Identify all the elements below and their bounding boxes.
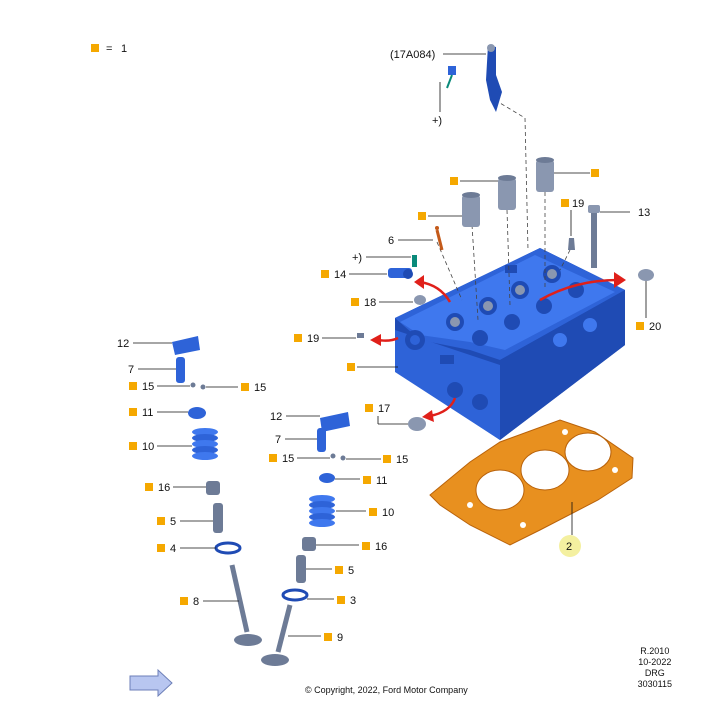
marker-5-right	[335, 566, 343, 574]
ref-line-1: R.2010	[640, 646, 670, 656]
marker-11-left	[129, 408, 137, 416]
label-7-left: 7	[128, 364, 134, 376]
valve-spring-left	[192, 428, 218, 460]
marker-tappet-2	[418, 212, 426, 220]
marker-cylinder-head	[347, 363, 355, 371]
marker-11-right	[363, 476, 371, 484]
marker-20	[636, 322, 644, 330]
view-direction-arrow	[129, 668, 173, 698]
marker-9	[324, 633, 332, 641]
marker-14	[321, 270, 329, 278]
marker-19-left	[294, 334, 302, 342]
label-7-right: 7	[275, 434, 281, 446]
ref-line-2: 10-2022	[638, 657, 672, 667]
part-17A084	[446, 44, 502, 112]
marker-18	[351, 298, 359, 306]
marker-10-right	[369, 508, 377, 516]
label-10-left: 10	[142, 441, 154, 453]
label-17A084: (17A084)	[390, 49, 435, 61]
label-17: 17	[378, 403, 390, 415]
copyright-text: © Copyright, 2022, Ford Motor Company	[305, 685, 468, 695]
label-19-top: 19	[572, 198, 584, 210]
label-15-left-b: 15	[254, 382, 266, 394]
tappets-top	[462, 157, 554, 227]
label-6: 6	[388, 235, 394, 247]
marker-10-left	[129, 442, 137, 450]
legend-marker	[91, 44, 99, 52]
label-14: 14	[334, 269, 346, 281]
label-16-left: 16	[158, 482, 170, 494]
label-8: 8	[193, 596, 199, 608]
drawing-reference: R.2010 10-2022 DRG 3030115	[638, 646, 672, 690]
label-5-left: 5	[170, 516, 176, 528]
label-19-left: 19	[307, 333, 319, 345]
head-gasket	[429, 419, 634, 546]
assembly-lines	[436, 99, 571, 321]
label-15-right-b: 15	[396, 454, 408, 466]
label-10-right: 10	[382, 507, 394, 519]
label-18: 18	[364, 297, 376, 309]
marker-15-left-a	[129, 382, 137, 390]
label-2: 2	[566, 541, 572, 553]
callout-2-bubble	[559, 535, 581, 557]
marker-15-right-b	[383, 455, 391, 463]
label-plus-top: +)	[432, 115, 442, 127]
marker-8	[180, 597, 188, 605]
legend-equals: =	[106, 43, 112, 55]
marker-16-left	[145, 483, 153, 491]
ref-line-4: 3030115	[637, 679, 672, 689]
label-11-right: 11	[376, 475, 387, 487]
callouts: (17A084) +) 13 19 6 +) 14 18 19	[117, 49, 661, 644]
legend: = 1	[91, 43, 127, 55]
cylinder-head	[395, 248, 625, 440]
label-3: 3	[350, 595, 356, 607]
label-20: 20	[649, 321, 661, 333]
label-15-left-a: 15	[142, 381, 154, 393]
marker-4	[157, 544, 165, 552]
direction-arrows	[370, 272, 626, 422]
small-parts-top	[357, 205, 654, 431]
marker-19-top	[561, 199, 569, 207]
marker-15-left-b	[241, 383, 249, 391]
label-15-right-a: 15	[282, 453, 294, 465]
marker-15-right-a	[269, 454, 277, 462]
label-9: 9	[337, 632, 343, 644]
label-13: 13	[638, 207, 650, 219]
valve-spring-right	[309, 495, 335, 527]
marker-3	[337, 596, 345, 604]
label-5-right: 5	[348, 565, 354, 577]
label-12-left: 12	[117, 338, 129, 350]
legend-value: 1	[121, 43, 127, 55]
marker-tappet-3	[591, 169, 599, 177]
label-4: 4	[170, 543, 176, 555]
marker-17	[365, 404, 373, 412]
label-11-left: 11	[142, 407, 153, 419]
ref-line-3: DRG	[644, 668, 665, 678]
label-12-right: 12	[270, 411, 282, 423]
label-plus-6: +)	[352, 252, 362, 264]
marker-tappet-1	[450, 177, 458, 185]
label-16-right: 16	[375, 541, 387, 553]
valve-train-right	[261, 412, 350, 666]
marker-5-left	[157, 517, 165, 525]
marker-16-right	[362, 542, 370, 550]
